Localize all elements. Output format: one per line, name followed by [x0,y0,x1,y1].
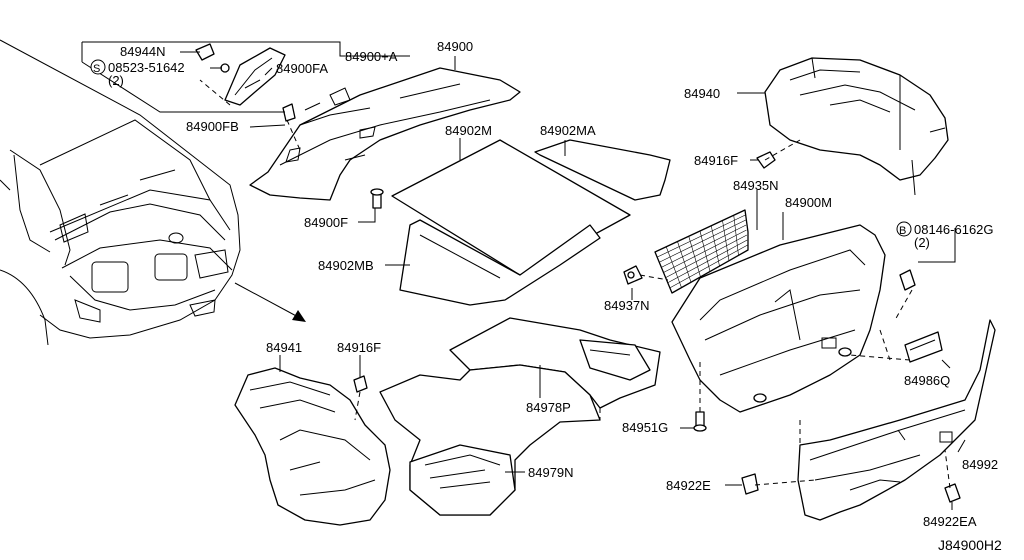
label-84900: 84900 [437,39,473,54]
part-84937N-hook [623,265,643,285]
label-84935N: 84935N [733,178,779,193]
label-84900FB: 84900FB [186,119,239,134]
net-mesh-line [710,225,720,267]
label-84902MB: 84902MB [318,258,374,273]
label-08146-qty: (2) [914,235,930,250]
part-labels: 84944N S 08523-51642 (2) 84900FA 84900+A… [90,39,1002,553]
vehicle-rear-view [0,39,241,346]
part-84944N-bracket [195,43,286,106]
net-mesh-line [722,220,730,261]
part-84900-trunk-floor-trim [249,67,521,201]
label-08523-51642: 08523-51642 [108,60,185,75]
net-mesh-line [699,230,711,272]
label-84940: 84940 [684,86,720,101]
assembly-guide-lines [199,79,951,489]
label-84944N: 84944N [120,44,166,59]
label-08523-qty: (2) [108,73,124,88]
part-84986Q-handle [904,331,943,363]
diagram-code: J84900H2 [938,537,1002,553]
label-84902M: 84902M [445,123,492,138]
label-84900FA: 84900FA [276,61,328,76]
label-84922EA: 84922EA [923,514,977,529]
label-84978P: 84978P [526,400,571,415]
part-84916F-clip-lower [353,375,368,393]
part-84902MB-mat [399,219,601,306]
label-84941: 84941 [266,340,302,355]
part-84951G-clip [693,411,707,432]
label-84900A: 84900+A [345,49,398,64]
label-84902MA: 84902MA [540,123,596,138]
label-84900M: 84900M [785,195,832,210]
label-84937N: 84937N [604,298,650,313]
net-mesh-line [733,215,739,256]
label-84992: 84992 [962,457,998,472]
label-84979N: 84979N [528,465,574,480]
net-mesh-line [669,244,748,289]
part-84922EA-clip [944,483,961,503]
part-84978P-spare-tire-cover [449,317,661,420]
part-84922E-clip [741,473,759,495]
part-08146-bolt [899,269,916,291]
part-84940-side-trim [764,57,949,196]
label-84900F: 84900F [304,215,348,230]
label-84916F-lower: 84916F [337,340,381,355]
part-84941-side-trim [234,367,391,526]
leader-lines [81,41,966,510]
net-mesh-line [667,239,748,284]
part-84992-rear-trim [797,319,996,521]
part-84979N-spare-tray [379,364,601,516]
screw-symbol [90,59,106,75]
bolt-symbol [896,221,912,237]
part-84902MA-mat [534,139,671,201]
bolt-symbol-letter: B [899,225,906,237]
label-84916F-upper: 84916F [694,153,738,168]
part-84900M-lid-finisher [671,224,886,413]
part-84935N-cargo-net [654,209,749,294]
label-84951G: 84951G [622,420,668,435]
label-84922E: 84922E [666,478,711,493]
label-84986Q: 84986Q [904,373,950,388]
net-mesh-line [665,234,748,278]
label-08146-6162G: 08146-6162G [914,222,994,237]
direction-arrow [234,282,306,322]
screw-symbol-letter: S [93,63,100,75]
part-84900F-clip [370,188,384,209]
part-84900FB-clip [282,103,296,122]
